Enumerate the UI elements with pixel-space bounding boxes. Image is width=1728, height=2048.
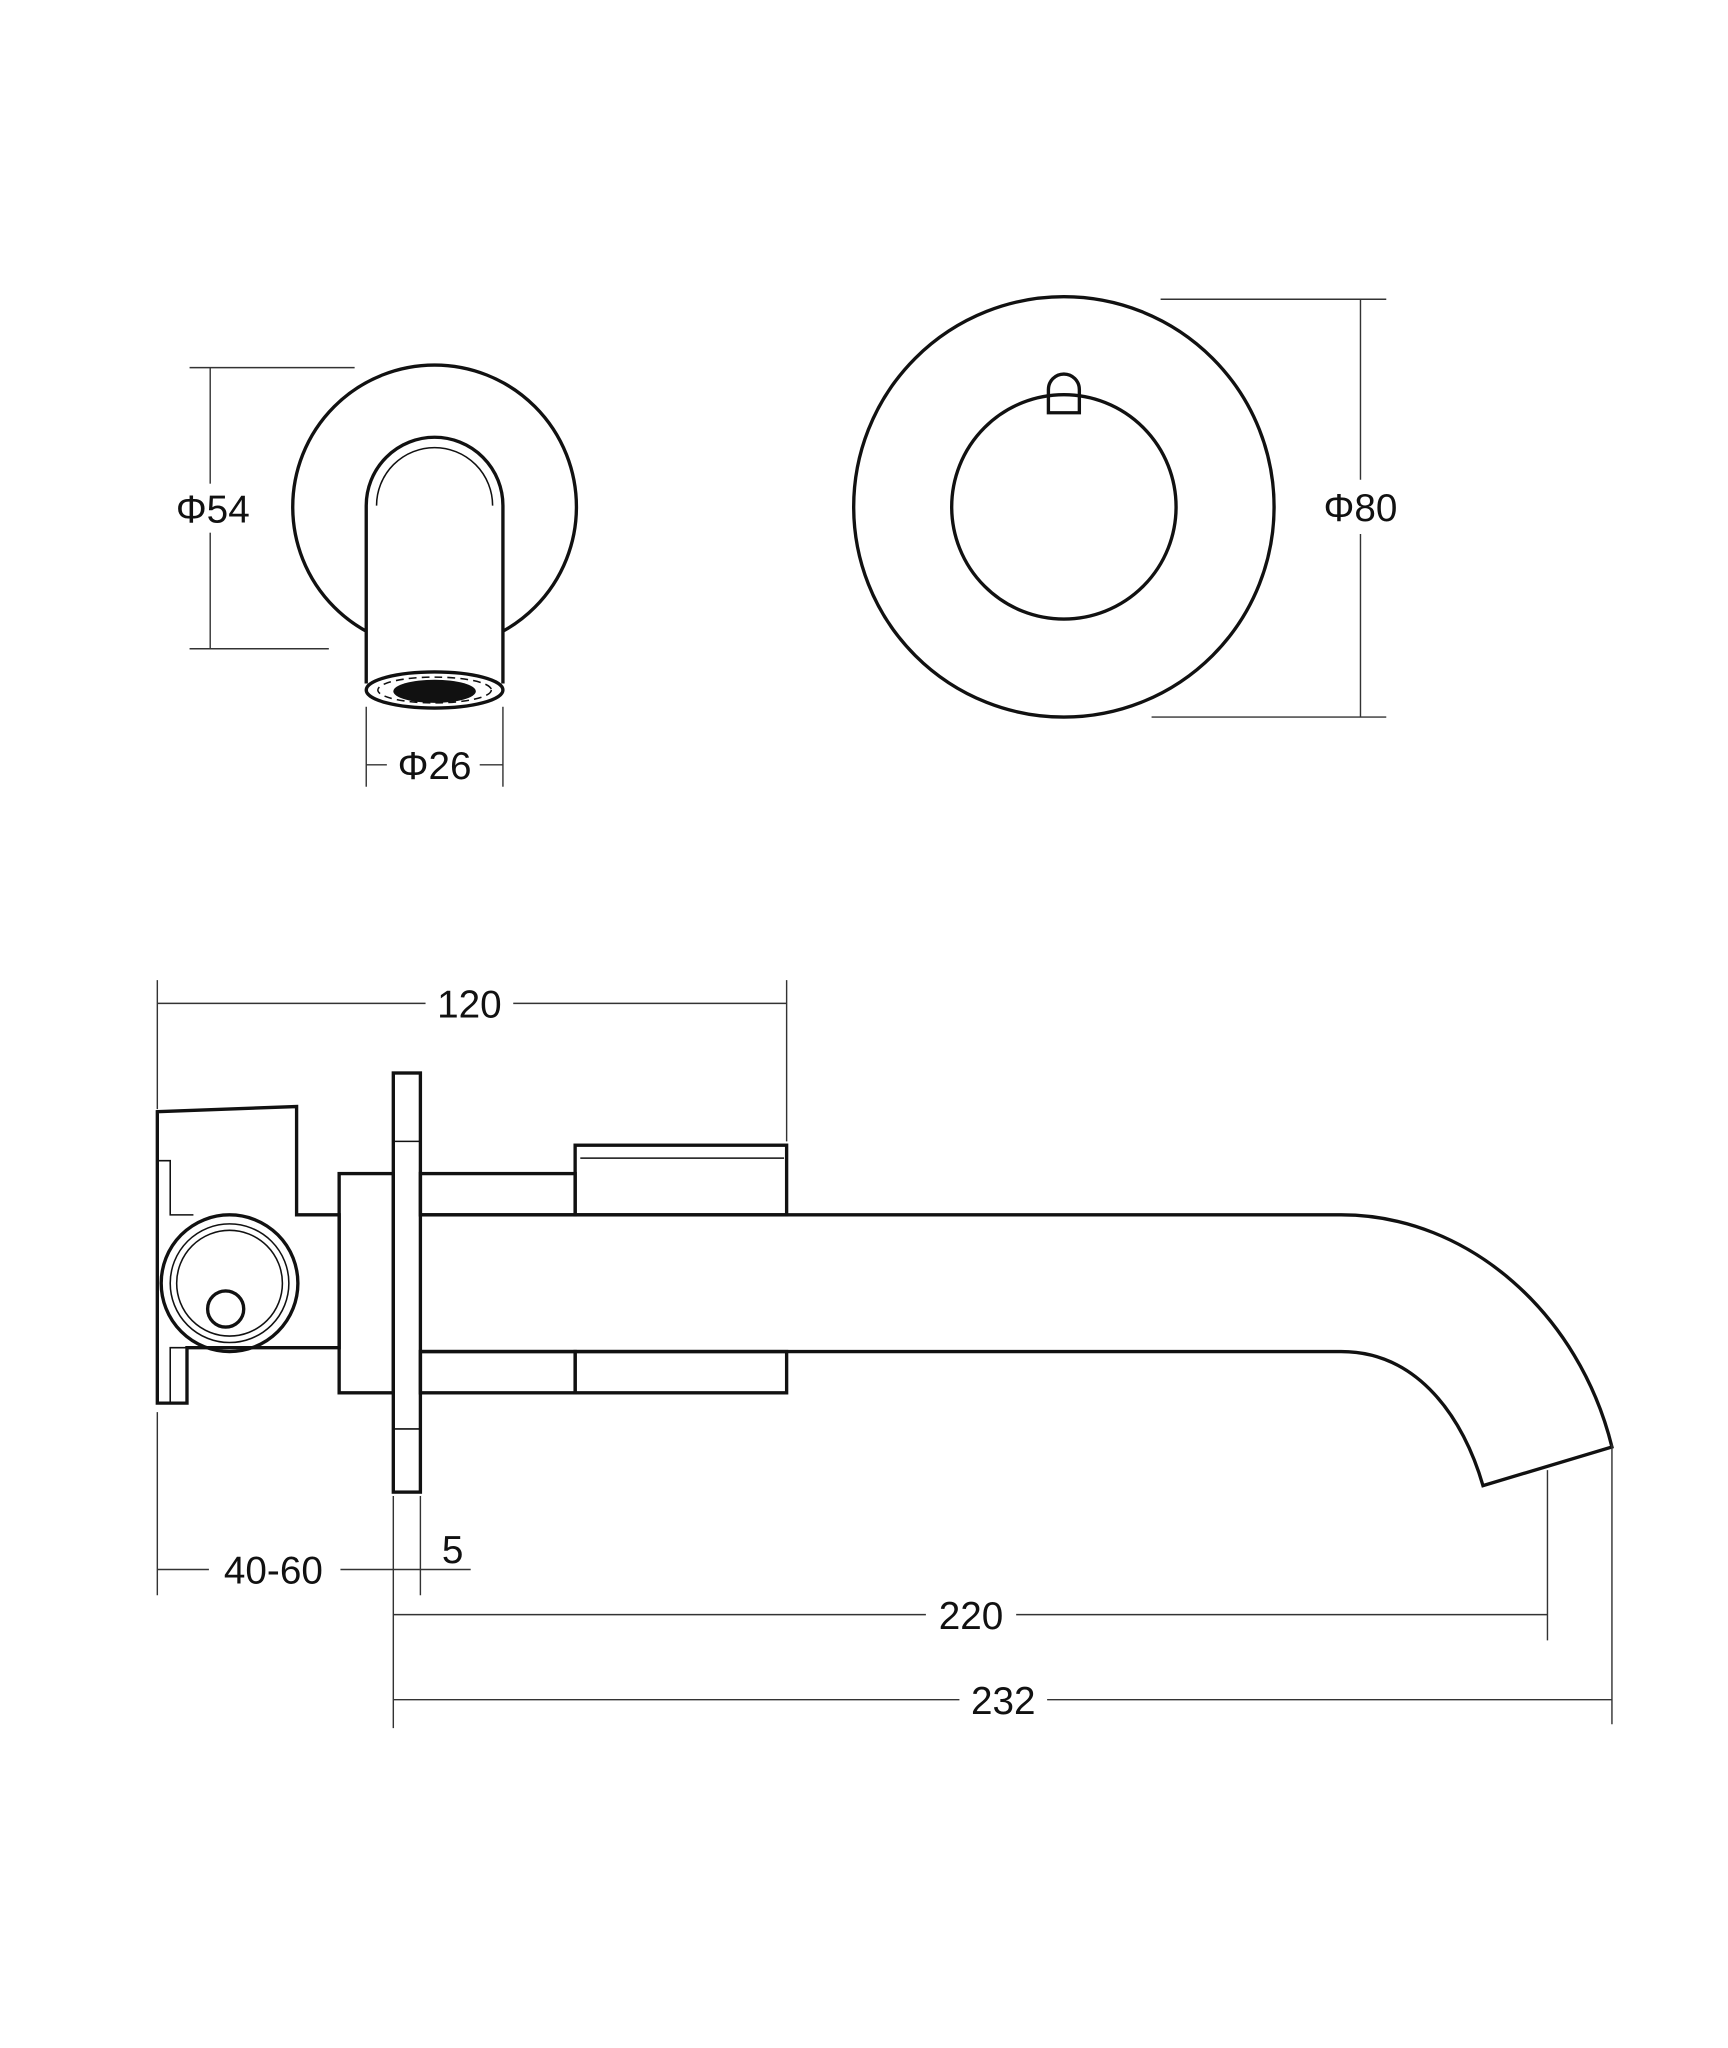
wall-plate	[391, 1071, 423, 1494]
side-view	[155, 1071, 1614, 1494]
valve-cartridge	[159, 1213, 300, 1354]
dim-label: Φ80	[1324, 487, 1398, 530]
dimension-40-60: 40-60	[156, 1412, 471, 1596]
dim-label: 220	[939, 1595, 1004, 1638]
handle-plate	[852, 295, 1276, 719]
handle-front-view	[852, 295, 1276, 719]
dim-label: 40-60	[224, 1550, 323, 1593]
dimension-phi54: Φ54	[176, 366, 355, 650]
spout-arm	[420, 1213, 1614, 1488]
spout-body	[364, 435, 505, 684]
dimension-220: 220	[393, 1470, 1549, 1641]
aerator	[364, 670, 505, 710]
handle-knob	[950, 393, 1178, 621]
dim-label: 120	[437, 984, 502, 1027]
dimension-phi26: Φ26	[365, 706, 504, 788]
spout-front-view	[291, 363, 579, 710]
dimension-232: 232	[393, 1444, 1613, 1725]
dimension-120: 120	[156, 980, 788, 1142]
dim-label: 232	[971, 1680, 1036, 1723]
dimension-5: 5	[392, 1495, 464, 1729]
mounting-collar	[337, 1171, 395, 1395]
spout-sleeve	[573, 1143, 789, 1217]
dim-label: Φ26	[398, 745, 472, 788]
dim-label: Φ54	[176, 488, 250, 531]
handle-indicator	[1046, 372, 1082, 415]
dim-label: 5	[442, 1529, 464, 1572]
dimension-phi80: Φ80	[1151, 298, 1398, 718]
